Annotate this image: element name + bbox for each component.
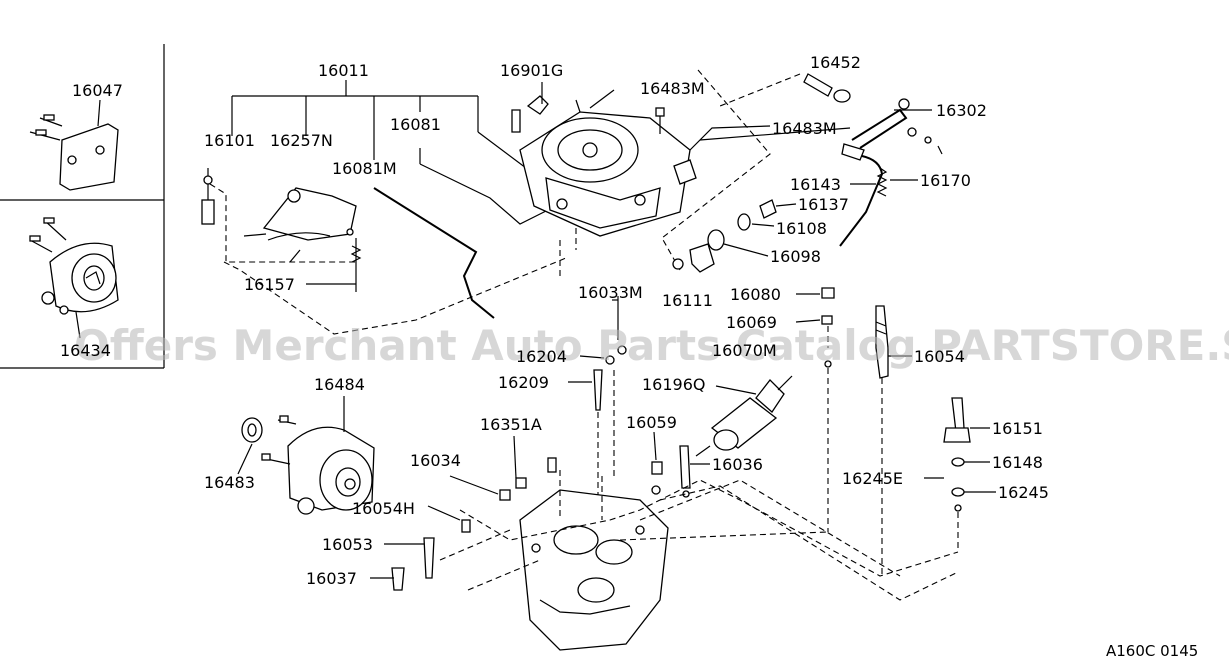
solenoid-16196Q-drawing — [695, 375, 793, 457]
part-label-16143[interactable]: 16143 — [790, 175, 841, 194]
part-label-16034[interactable]: 16034 — [410, 451, 461, 470]
part-label-16434[interactable]: 16434 — [60, 341, 111, 360]
spring-16101-drawing — [201, 168, 215, 225]
part-label-16483M-top[interactable]: 16483M — [640, 79, 705, 98]
part-label-16901G[interactable]: 16901G — [500, 61, 563, 80]
part-label-16483[interactable]: 16483 — [204, 473, 255, 492]
part-label-16137[interactable]: 16137 — [798, 195, 849, 214]
part-label-16483M-right[interactable]: 16483M — [772, 119, 837, 138]
part-label-16081[interactable]: 16081 — [390, 115, 441, 134]
actuator-16484-drawing — [241, 415, 375, 515]
bracket-tree-16011 — [231, 80, 535, 175]
part-label-16059[interactable]: 16059 — [626, 413, 677, 432]
dashed-routes-bottom — [439, 470, 959, 601]
part-label-16101[interactable]: 16101 — [204, 131, 255, 150]
dashed-assembly-outline — [209, 69, 801, 335]
part-label-16108[interactable]: 16108 — [776, 219, 827, 238]
right-linkage-drawing — [672, 73, 943, 273]
actuator-16434-drawing — [29, 217, 119, 339]
watermark-text: Offers Merchant Auto Parts Catalog PARTS… — [74, 321, 1229, 370]
part-label-16204[interactable]: 16204 — [516, 347, 567, 366]
part-label-16351A[interactable]: 16351A — [480, 415, 542, 434]
jets-column-drawing — [821, 287, 971, 576]
part-label-16069[interactable]: 16069 — [726, 313, 777, 332]
part-label-16157[interactable]: 16157 — [244, 275, 295, 294]
part-label-16196Q[interactable]: 16196Q — [642, 375, 706, 394]
part-label-16302[interactable]: 16302 — [936, 101, 987, 120]
part-label-16053[interactable]: 16053 — [322, 535, 373, 554]
bracket-16047-drawing — [29, 99, 119, 191]
part-label-16148[interactable]: 16148 — [992, 453, 1043, 472]
part-label-16037[interactable]: 16037 — [306, 569, 357, 588]
part-label-16245E[interactable]: 16245E — [842, 469, 903, 488]
diagram-code: A160C 0145 — [1106, 642, 1198, 660]
part-label-16245[interactable]: 16245 — [998, 483, 1049, 502]
part-label-16036[interactable]: 16036 — [712, 455, 763, 474]
part-label-16170[interactable]: 16170 — [920, 171, 971, 190]
small-parts-centre — [391, 296, 691, 591]
part-label-16080[interactable]: 16080 — [730, 285, 781, 304]
leader-lines — [237, 89, 996, 579]
part-label-16111[interactable]: 16111 — [662, 291, 713, 310]
part-label-16054[interactable]: 16054 — [914, 347, 965, 366]
part-label-16209[interactable]: 16209 — [498, 373, 549, 392]
part-label-16257N[interactable]: 16257N — [270, 131, 333, 150]
part-label-16054H[interactable]: 16054H — [352, 499, 415, 518]
part-label-16033M[interactable]: 16033M — [578, 283, 643, 302]
carburetor-body-drawing — [519, 489, 669, 651]
part-label-16070M[interactable]: 16070M — [712, 341, 777, 360]
part-label-16484[interactable]: 16484 — [314, 375, 365, 394]
part-label-16151[interactable]: 16151 — [992, 419, 1043, 438]
linkage-plate-drawing — [243, 187, 362, 292]
inset-panel — [0, 44, 165, 369]
part-label-16011[interactable]: 16011 — [318, 61, 369, 80]
part-label-16452[interactable]: 16452 — [810, 53, 861, 72]
part-label-16047[interactable]: 16047 — [72, 81, 123, 100]
carburetor-top-drawing — [511, 82, 771, 237]
part-label-16081M[interactable]: 16081M — [332, 159, 397, 178]
part-label-16098[interactable]: 16098 — [770, 247, 821, 266]
